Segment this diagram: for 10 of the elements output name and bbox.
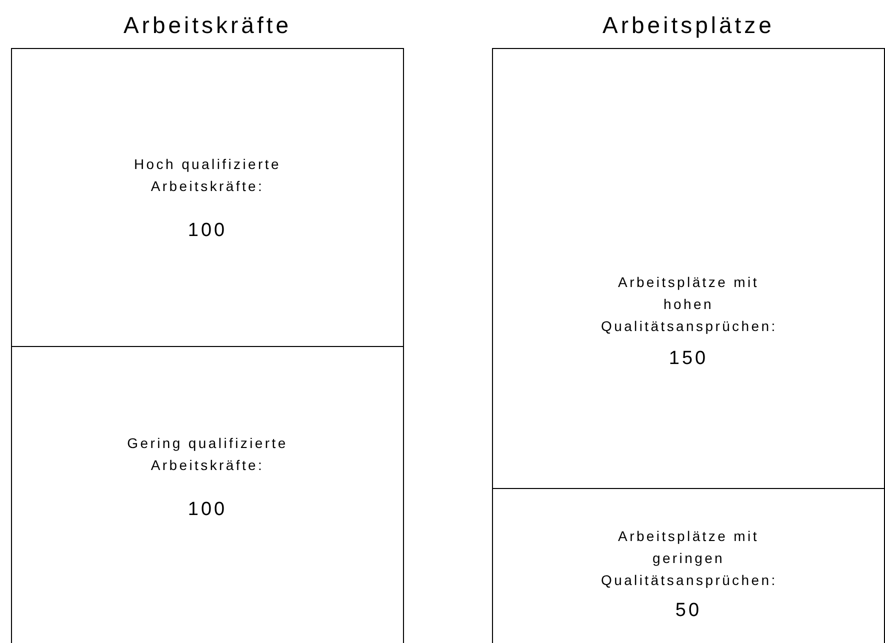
category-label: Gering qualifizierte Arbeitskräfte: [126, 434, 289, 475]
category-label: Arbeitsplätze mit hohen Qualitätsansprüchen: [601, 273, 776, 336]
count-value: 50 [675, 599, 702, 623]
count-value: 150 [668, 347, 708, 371]
category-label: Hoch qualifizierte Arbeitskräfte: [133, 155, 282, 196]
category-label: Arbeitsplätze mit geringen Qualitätsansprüchen: [601, 527, 776, 590]
column-heading: Arbeitskräfte [122, 11, 293, 40]
column-heading: Arbeitsplätze [602, 11, 776, 40]
count-value: 100 [188, 498, 228, 522]
count-value: 100 [188, 219, 228, 243]
